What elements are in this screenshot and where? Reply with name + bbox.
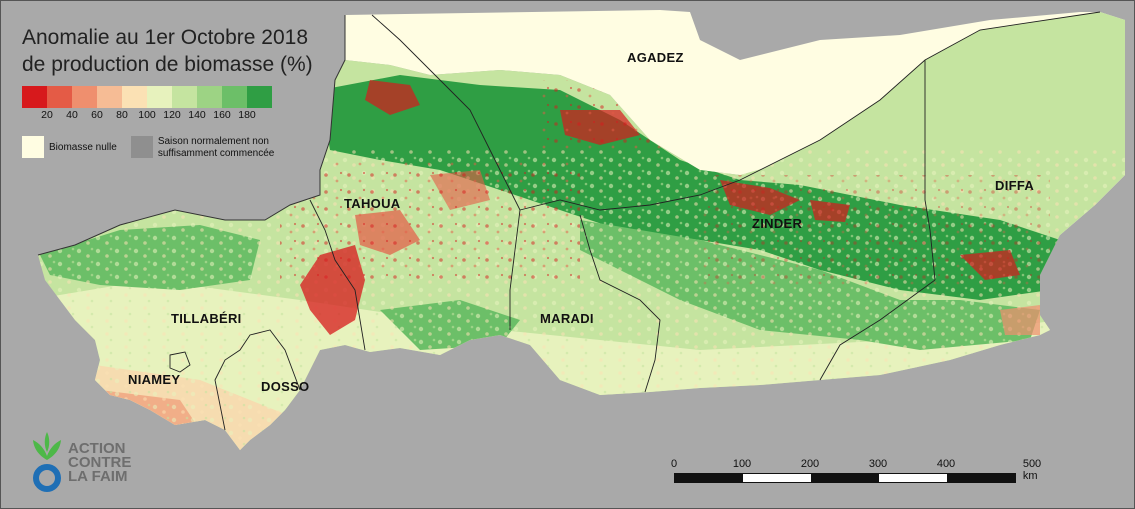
logo-icon: [33, 432, 61, 492]
region-label-agadez: AGADEZ: [627, 50, 684, 65]
ramp-swatch-9: [247, 86, 272, 108]
country-outline: [37, 15, 346, 256]
scale-segment-1: [743, 474, 811, 482]
logo-text-line1: ACTION: [68, 440, 126, 457]
ramp-label-160: 160: [213, 109, 231, 121]
ramp-label-80: 80: [116, 109, 128, 121]
scale-segment-4: [947, 474, 1015, 482]
ramp-swatch-1: [47, 86, 72, 108]
ramp-swatch-8: [222, 86, 247, 108]
scale-bar-segments: [674, 473, 1016, 483]
scale-segment-3: [879, 474, 947, 482]
region-label-zinder: ZINDER: [752, 216, 803, 231]
scale-tick-0: 0: [670, 458, 678, 470]
action-contre-la-faim-logo: ACTION CONTRE LA FAIM: [30, 430, 131, 496]
ramp-label-40: 40: [66, 109, 78, 121]
ramp-label-60: 60: [91, 109, 103, 121]
ramp-swatch-2: [72, 86, 97, 108]
saison-label: Saison normalement non suffisamment comm…: [158, 136, 275, 160]
region-label-tahoua: TAHOUA: [344, 196, 401, 211]
logo-text-line3: LA FAIM: [68, 468, 128, 485]
region-label-diffa: DIFFA: [995, 178, 1035, 193]
region-label-niamey: NIAMEY: [128, 372, 181, 387]
ramp-swatch-5: [147, 86, 172, 108]
scale-tick-5: 500 km: [1022, 458, 1042, 482]
scale-bar: 0 100 200 300 400 500 km: [670, 458, 1041, 483]
region-boundaries: [169, 11, 1101, 431]
biomasse-nulle-swatch: [22, 136, 44, 158]
ramp-label-180: 180: [238, 109, 256, 121]
color-ramp-labels: 20 40 60 80 100 120 140 160 180: [22, 108, 322, 122]
legend: Anomalie au 1er Octobre 2018 de producti…: [22, 24, 322, 160]
ramp-swatch-4: [122, 86, 147, 108]
ramp-swatch-3: [97, 86, 122, 108]
region-label-dosso: DOSSO: [261, 379, 310, 394]
ramp-label-100: 100: [138, 109, 156, 121]
saison-swatch: [130, 136, 153, 158]
scale-bar-ticks: 0 100 200 300 400 500 km: [670, 458, 1041, 482]
ramp-label-20: 20: [41, 109, 53, 121]
saison-label-line1: Saison normalement non: [157, 136, 269, 147]
region-label-maradi: MARADI: [540, 311, 594, 326]
legend-title-line2: de production de biomasse (%): [22, 53, 313, 76]
ramp-label-120: 120: [163, 109, 181, 121]
saison-label-line2: suffisamment commencée: [157, 148, 275, 159]
ramp-swatch-7: [197, 86, 222, 108]
ramp-swatch-6: [172, 86, 197, 108]
biomasse-nulle-label: Biomasse nulle: [49, 142, 117, 153]
scale-tick-2: 200: [800, 458, 820, 470]
scale-tick-1: 100: [732, 458, 752, 470]
region-label-tillaberi: TILLABÉRI: [171, 311, 242, 326]
scale-tick-4: 400: [936, 458, 956, 470]
legend-title-line1: Anomalie au 1er Octobre 2018: [22, 26, 309, 49]
scale-segment-2: [811, 474, 879, 482]
scale-segment-0: [675, 474, 743, 482]
logo-text-line2: CONTRE: [68, 454, 132, 471]
scale-tick-3: 300: [868, 458, 888, 470]
ramp-label-140: 140: [188, 109, 206, 121]
ramp-swatch-0: [22, 86, 47, 108]
color-ramp: [22, 86, 322, 108]
